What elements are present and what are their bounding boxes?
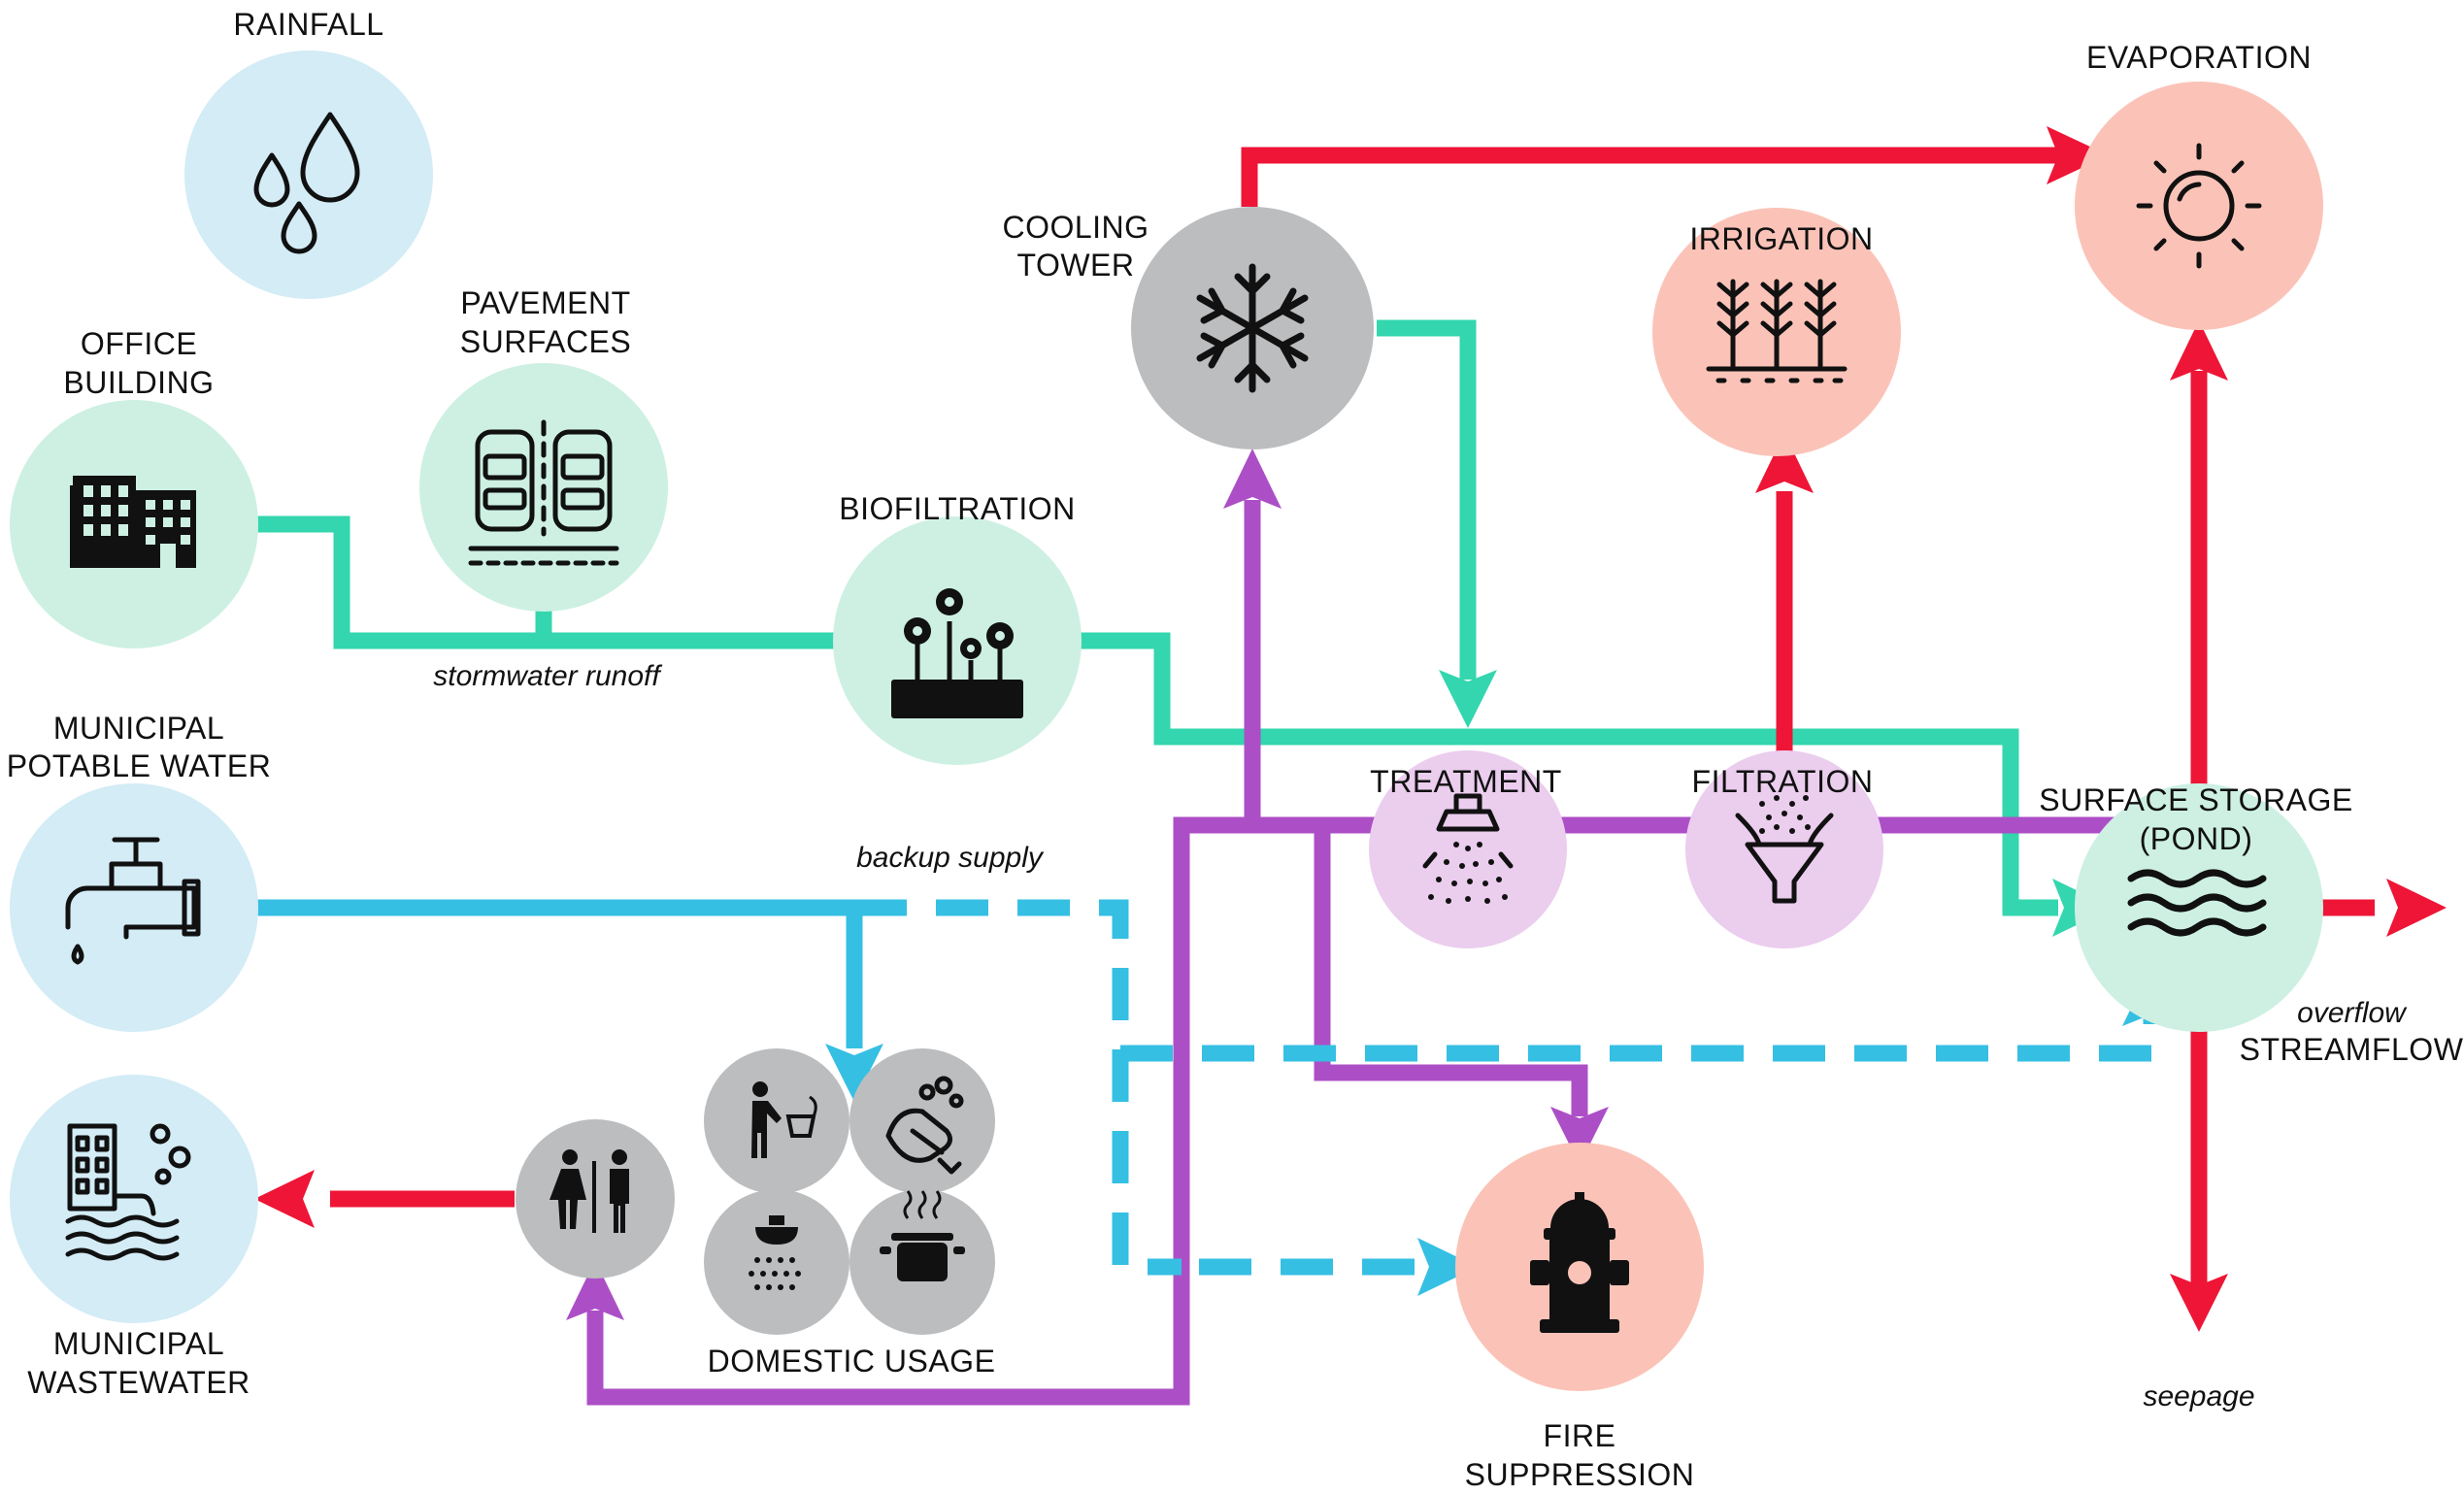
- flower-planter-icon: [891, 588, 1023, 718]
- flow-lines: [254, 147, 2388, 1406]
- annotation-seepage: seepage: [2143, 1380, 2254, 1412]
- runoff-line-cooling-treatment: [1377, 319, 1477, 680]
- sun-icon: [2136, 143, 2262, 269]
- label-irrigation: IRRIGATION: [1689, 221, 1873, 256]
- label-rainfall: RAINFALL: [233, 7, 383, 42]
- annotation-stormwater-runoff: stormwater runoff: [433, 660, 662, 692]
- cooking-pot-icon: [880, 1190, 965, 1281]
- arrow-cooling-in: [1223, 448, 1282, 509]
- label-storage-1: SURFACE STORAGE: [2039, 782, 2352, 817]
- node-municipal-potable: [10, 783, 258, 1032]
- domestic-circle-shower: [704, 1189, 849, 1335]
- label-potable-2: POTABLE WATER: [7, 748, 272, 783]
- label-wastewater-2: WASTEWATER: [27, 1365, 250, 1400]
- node-surface-storage: [2075, 783, 2323, 1032]
- arrow-wastewater: [254, 1170, 315, 1228]
- node-fire-suppression: [1455, 1143, 1704, 1391]
- restroom-icon: [549, 1149, 629, 1233]
- arrow-domestic-in: [825, 1044, 883, 1102]
- node-rainfall: [184, 50, 433, 299]
- node-evaporation: [2075, 82, 2323, 330]
- arrow-fire-backup: [1417, 1238, 1478, 1296]
- label-fire-2: SUPPRESSION: [1465, 1457, 1695, 1492]
- node-irrigation: [1652, 208, 1901, 456]
- fire-hydrant-icon: [1530, 1192, 1629, 1333]
- snowflake-icon: [1196, 263, 1309, 393]
- shower-icon: [749, 1215, 801, 1290]
- domestic-circle-handwash: [849, 1048, 995, 1194]
- annotation-backup-supply: backup supply: [856, 842, 1045, 874]
- filtration-circle: [1685, 750, 1883, 948]
- faucet-icon: [65, 837, 201, 965]
- annotation-overflow: overflow: [2297, 997, 2408, 1029]
- hand-washing-icon: [885, 1076, 964, 1175]
- storage-circle: [2075, 783, 2323, 1032]
- node-domestic-usage: [704, 1048, 995, 1335]
- label-storage-2: (POND): [2140, 821, 2253, 856]
- parking-cars-icon: [468, 419, 619, 566]
- backup-line-to-storage: [1120, 1014, 2160, 1062]
- raindrops-icon: [253, 112, 360, 254]
- recycled-line-to-restroom: [586, 816, 1427, 1406]
- label-cooling-2: TOWER: [1016, 248, 1134, 282]
- label-office-2: BUILDING: [63, 365, 214, 400]
- arrow-seepage: [2170, 1274, 2228, 1332]
- annotation-streamflow: STREAMFLOW: [2240, 1032, 2464, 1067]
- label-filtration: FILTRATION: [1692, 764, 1874, 799]
- potable-line-to-domestic: [254, 899, 863, 1048]
- loss-line-cooling-evaporation: [1241, 147, 2058, 207]
- node-restroom: [516, 1119, 675, 1279]
- drinking-fountain-icon: [751, 1081, 817, 1158]
- spray-nozzle-icon: [1422, 793, 1514, 904]
- node-municipal-wastewater: [10, 1075, 258, 1323]
- node-pavement: [419, 363, 668, 612]
- arrow-evaporation: [2047, 126, 2109, 184]
- wastewater-circle: [10, 1075, 258, 1323]
- label-pavement-1: PAVEMENT: [460, 285, 630, 320]
- runoff-line-biofiltration-storage: [1080, 632, 2058, 916]
- backup-line-to-fire: [854, 899, 1182, 1276]
- label-cooling-1: COOLING: [1002, 210, 1149, 245]
- sewer-outfall-icon: [65, 1123, 191, 1261]
- node-treatment: [1369, 750, 1567, 948]
- runoff-line-office-biofiltration: [254, 515, 835, 649]
- arrow-restroom-in: [566, 1260, 624, 1320]
- label-biofiltration: BIOFILTRATION: [839, 491, 1076, 526]
- arrow-treatment-in: [1439, 670, 1497, 728]
- label-office-1: OFFICE: [81, 326, 197, 361]
- recycled-line-to-fire: [1314, 825, 1588, 1116]
- arrow-overflow: [2386, 879, 2447, 937]
- label-potable-1: MUNICIPAL: [53, 711, 224, 746]
- labels: RAINFALL OFFICE BUILDING PAVEMENT SURFAC…: [7, 7, 2464, 1492]
- crops-icon: [1706, 279, 1848, 383]
- label-fire-1: FIRE: [1544, 1418, 1616, 1453]
- rainfall-circle: [184, 50, 433, 299]
- label-wastewater-1: MUNICIPAL: [53, 1326, 224, 1361]
- potable-circle: [10, 783, 258, 1032]
- evaporation-circle: [2075, 82, 2323, 330]
- node-biofiltration: [833, 516, 1082, 765]
- label-pavement-2: SURFACES: [460, 324, 631, 359]
- node-cooling-tower: [1131, 207, 1374, 449]
- arrow-evaporation-up: [2170, 320, 2228, 381]
- funnel-filter-icon: [1735, 795, 1834, 904]
- arrow-fire-in: [1550, 1107, 1609, 1165]
- label-treatment: TREATMENT: [1370, 764, 1562, 799]
- biofiltration-circle: [833, 516, 1082, 765]
- node-office: [10, 400, 258, 648]
- waves-icon: [2127, 869, 2267, 937]
- office-building-icon: [70, 476, 196, 568]
- arrow-irrigation: [1755, 433, 1814, 493]
- node-filtration: [1685, 750, 1883, 948]
- label-domestic: DOMESTIC USAGE: [708, 1344, 996, 1379]
- label-evaporation: EVAPORATION: [2086, 40, 2312, 75]
